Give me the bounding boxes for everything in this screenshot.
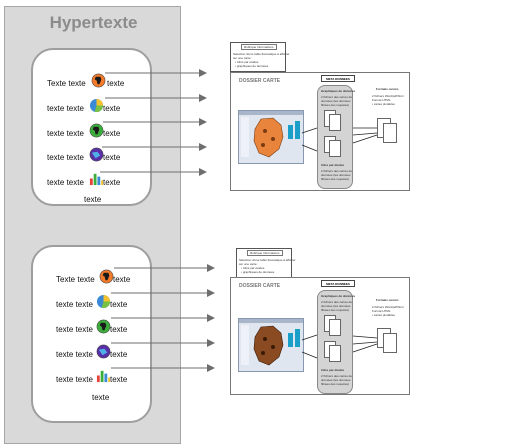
row-text-after: texte	[110, 375, 128, 384]
note-line: • Infos par études	[241, 266, 265, 270]
data-graphs-group: Graphiques de données 2 fichiers des car…	[317, 85, 356, 189]
note-title: Rubrique Informations	[247, 250, 283, 256]
row-text-before: texte texte	[56, 325, 93, 334]
output-line: Format HTML	[372, 309, 391, 313]
row-text-after: texte	[110, 325, 128, 334]
group-line: 2 fichiers des carres de	[321, 300, 353, 304]
row-text-after: texte	[110, 350, 128, 359]
group-title: Graphiques de données	[321, 294, 356, 298]
note-title: Rubrique Informations	[241, 44, 277, 50]
row-text-before: texte texte	[56, 350, 93, 359]
africa-map-icon[interactable]	[96, 319, 111, 334]
row-text-after: texte	[103, 178, 121, 187]
group-line: 2 fichiers des carres de	[321, 374, 353, 378]
note-line: Sélection d'une table thématique à affic…	[239, 258, 296, 262]
row-text-before: texte texte	[47, 129, 84, 138]
panel-footer-text: texte	[92, 393, 110, 402]
note-line: • Infos par études	[235, 60, 259, 64]
document-icon	[329, 319, 341, 336]
row-text-before: texte texte	[47, 104, 84, 113]
group-line: données (les données	[321, 378, 351, 382]
globe-icon[interactable]	[96, 344, 111, 359]
doc-title: DOSSIER CARTE	[239, 283, 281, 289]
group-line: données (les données	[321, 304, 351, 308]
group-line: données (les données	[321, 99, 351, 103]
row-text-after: texte	[110, 300, 128, 309]
group-title: Graphiques de données	[321, 89, 356, 93]
group-subtitle: Infos par études	[321, 163, 345, 167]
group-line: 2 fichiers des carres de	[321, 95, 353, 99]
output-title: Formats ouvrés	[376, 87, 399, 91]
row-text-before: Texte texte	[56, 275, 95, 284]
info-note-card: Rubrique Informations Sélection d'une ta…	[236, 248, 296, 278]
output-line: • cartes plotables	[372, 102, 395, 106]
note-line: sur une carte :	[239, 262, 259, 266]
note-line: Sélection d'une table thématique à affic…	[233, 52, 290, 56]
map-folder-diagram: DOSSIER CARTE META DONNEES Graphiques de…	[230, 72, 410, 191]
output-line: • cartes plotables	[372, 313, 395, 317]
row-text-after: texte	[103, 153, 121, 162]
group-line: données (les données	[321, 173, 351, 177]
globe-icon[interactable]	[89, 147, 104, 162]
output-line: 2 fichiers Word/pdf/html	[372, 305, 404, 309]
map-screenshot	[238, 110, 304, 164]
map-screenshot	[238, 318, 304, 372]
row-text-before: texte texte	[56, 375, 93, 384]
note-line: • graphiques de données	[241, 270, 275, 274]
note-line: • graphiques de données	[235, 64, 269, 68]
metadata-box: META DONNEES	[321, 280, 355, 287]
row-text-before: Texte texte	[47, 79, 86, 88]
row-text-before: texte texte	[47, 153, 84, 162]
group-line: filtrées des requêtes)	[321, 382, 350, 386]
output-line: Format HTML	[372, 98, 391, 102]
metadata-box: META DONNEES	[321, 75, 355, 82]
group-line: 2 fichiers des carres de	[321, 169, 353, 173]
africa-map-icon[interactable]	[89, 123, 104, 138]
hypertext-sidebar: Hypertexte Texte texte texte texte texte…	[4, 6, 181, 444]
group-line: filtrées des requêtes)	[321, 103, 350, 107]
pie-chart-icon[interactable]	[96, 294, 111, 309]
hypertext-panel-top: Texte texte texte texte texte texte text…	[31, 48, 152, 206]
row-text-after: texte	[103, 104, 121, 113]
africa-map-icon[interactable]	[99, 269, 114, 284]
pie-chart-icon[interactable]	[89, 98, 104, 113]
hypertext-panel-bottom: Texte texte texte texte texte texte text…	[31, 245, 152, 423]
group-line: filtrées des requêtes)	[321, 177, 350, 181]
info-note-card: Rubrique Informations Sélection d'une ta…	[230, 42, 290, 72]
bar-chart-icon[interactable]	[96, 368, 111, 383]
row-text-before: texte texte	[56, 300, 93, 309]
note-line: sur une carte :	[233, 56, 253, 60]
doc-title: DOSSIER CARTE	[239, 78, 281, 84]
output-title: Formats ouvrés	[376, 298, 399, 302]
output-line: 2 fichiers Word/pdf/html	[372, 94, 404, 98]
panel-footer-text: texte	[84, 195, 102, 204]
group-line: filtrées des requêtes)	[321, 308, 350, 312]
row-text-before: texte texte	[47, 178, 84, 187]
document-icon	[329, 345, 341, 362]
document-icon	[383, 333, 397, 353]
data-graphs-group: Graphiques de données 2 fichiers des car…	[317, 290, 356, 394]
row-text-after: texte	[107, 79, 125, 88]
row-text-after: texte	[113, 275, 131, 284]
document-icon	[383, 123, 397, 143]
document-icon	[329, 140, 341, 157]
flow-lines	[301, 334, 378, 359]
africa-map-icon[interactable]	[91, 73, 106, 88]
group-subtitle: Infos par études	[321, 368, 345, 372]
flow-lines	[301, 127, 378, 152]
bar-chart-icon[interactable]	[89, 171, 104, 186]
document-icon	[329, 114, 341, 131]
row-text-after: texte	[103, 129, 121, 138]
sidebar-title: Hypertexte	[49, 13, 138, 32]
map-folder-diagram: DOSSIER CARTE META DONNEES Graphiques de…	[230, 277, 410, 395]
